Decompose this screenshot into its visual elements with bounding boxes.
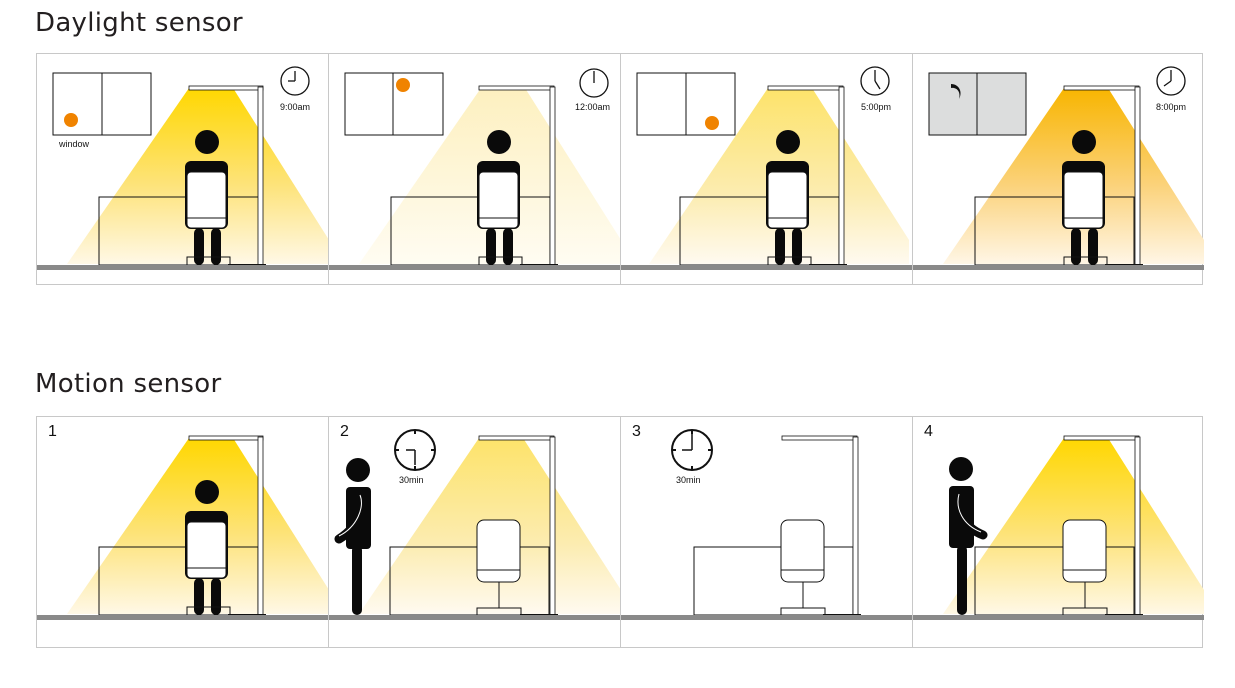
motion-panel-step-3: 3 30min	[621, 417, 913, 647]
office-scene-illustration	[329, 429, 620, 620]
clock-time-label: 9:00am	[280, 102, 311, 112]
standing-person-icon	[949, 457, 988, 615]
office-scene-illustration	[621, 429, 912, 620]
daylight-panel-8pm: 8:00pm	[913, 54, 1204, 284]
daylight-sensor-title: Daylight sensor	[35, 8, 243, 38]
sun-icon	[64, 113, 78, 127]
seated-person-icon	[1062, 130, 1108, 267]
motion-panel-step-1: 1	[37, 417, 329, 647]
step-number: 2	[340, 423, 349, 440]
motion-sensor-title: Motion sensor	[35, 369, 222, 399]
floor	[37, 615, 328, 620]
office-scene-illustration	[37, 435, 328, 620]
daylight-panel-5pm: 5:00pm	[621, 54, 913, 284]
standing-person-icon	[334, 458, 371, 615]
floor	[913, 265, 1204, 270]
office-scene-illustration	[329, 68, 620, 270]
daylight-panel-9am: 9:00am window	[37, 54, 329, 284]
floor	[621, 615, 912, 620]
motion-panel-step-2: 2 30min	[329, 417, 621, 647]
window	[344, 72, 444, 136]
motion-sensor-strip: 1	[36, 416, 1204, 648]
seated-person-icon	[477, 130, 523, 267]
sun-icon	[705, 116, 719, 130]
daylight-sensor-strip: 9:00am window	[36, 53, 1204, 285]
floor	[913, 615, 1204, 620]
seated-person-icon	[766, 130, 812, 267]
office-chair-icon	[476, 519, 522, 617]
sun-icon	[396, 78, 410, 92]
timer-label: 30min	[676, 475, 701, 485]
floor	[37, 265, 328, 270]
timer-clock-icon	[394, 429, 436, 471]
office-chair-icon	[780, 519, 826, 617]
moon-icon	[951, 84, 961, 99]
floor	[329, 265, 620, 270]
seated-person-icon	[185, 130, 231, 267]
clock-icon	[860, 66, 890, 96]
clock-icon	[1156, 66, 1186, 96]
floor	[621, 265, 912, 270]
timer-clock-icon	[671, 429, 713, 471]
seated-person-icon	[185, 480, 231, 617]
office-scene-illustration	[913, 66, 1204, 270]
floor	[329, 615, 620, 620]
clock-time-label: 8:00pm	[1156, 102, 1187, 112]
clock-icon	[579, 68, 609, 98]
step-number: 4	[924, 423, 933, 440]
daylight-panel-12am: 12:00am	[329, 54, 621, 284]
step-number: 3	[632, 423, 641, 440]
clock-time-label: 5:00pm	[861, 102, 892, 112]
office-scene-illustration	[37, 66, 328, 270]
office-scene-illustration	[621, 66, 912, 270]
clock-time-label: 12:00am	[575, 102, 611, 112]
clock-icon	[280, 66, 310, 96]
motion-panel-step-4: 4	[913, 417, 1204, 647]
office-scene-illustration	[913, 435, 1204, 620]
window-label: window	[59, 139, 90, 149]
step-number: 1	[48, 423, 57, 440]
timer-label: 30min	[399, 475, 424, 485]
